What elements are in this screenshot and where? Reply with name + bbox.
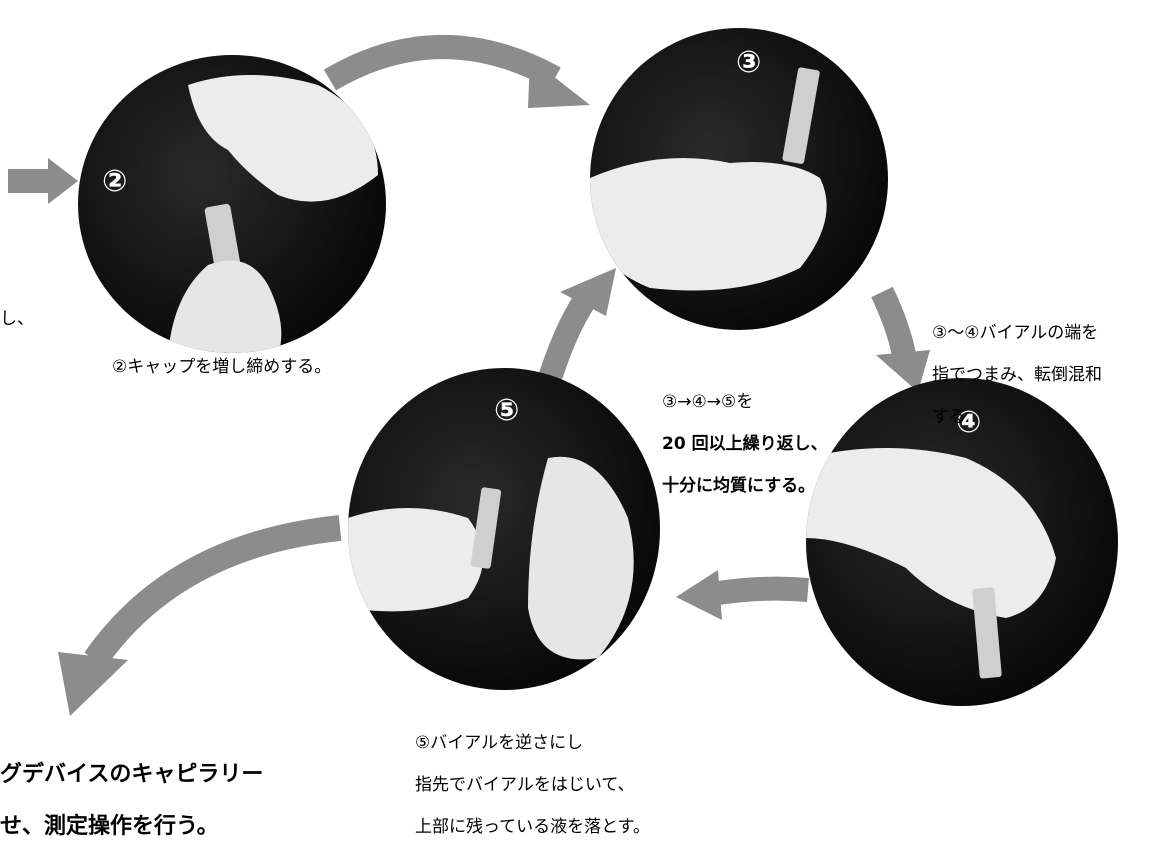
step5-photo: ⑤: [348, 368, 660, 690]
tumble-note-line3: する: [932, 407, 966, 427]
tumble-note-line2: 指でつまみ、転倒混和: [932, 365, 1102, 385]
flow-arrows: [8, 35, 930, 716]
left-cut-fragment: し、: [0, 309, 34, 329]
repeat-note: ③→④→⑤を 20 回以上繰り返し、 十分に均質にする。: [662, 371, 828, 518]
bottom-instruction-line2: せ、測定操作を行う。: [0, 814, 219, 839]
repeat-note-line1: ③→④→⑤を: [662, 392, 754, 412]
tumble-note-line1: ③〜④バイアルの端を: [932, 323, 1099, 343]
gloved-hands-flicking-vial: [348, 456, 634, 660]
step2-photo: ②: [78, 55, 386, 353]
gloved-hands-tightening-cap: [168, 75, 378, 353]
arrow-step5-to-next: [58, 515, 342, 716]
repeat-note-line3: 十分に均質にする。: [662, 476, 816, 496]
step5-caption: ⑤バイアルを逆さにし 指先でバイアルをはじいて、 上部に残っている液を落とす。: [415, 712, 650, 859]
bottom-instruction: グデバイスのキャピラリー せ、測定操作を行う。: [0, 736, 263, 866]
arrow-step4-to-step5: [676, 570, 809, 620]
step5-caption-line2: 指先でバイアルをはじいて、: [415, 775, 635, 795]
step4-number: ④: [956, 405, 982, 440]
step2-caption: ②キャップを増し締めする。: [112, 357, 332, 377]
step3-number: ③: [736, 45, 762, 80]
repeat-note-line2: 20 回以上繰り返し、: [662, 434, 828, 454]
bottom-instruction-line1: グデバイスのキャピラリー: [0, 762, 264, 787]
arrow-step3-to-step4: [871, 286, 930, 392]
step5-caption-line3: 上部に残っている液を落とす。: [415, 817, 650, 837]
gloved-hand-inverting-vial: [806, 448, 1056, 679]
arrow-step5-to-step3: [536, 268, 616, 388]
step2-number: ②: [102, 164, 128, 199]
step4-photo: ④: [806, 378, 1118, 706]
step5-number: ⑤: [494, 393, 520, 428]
arrow-to-step2: [8, 158, 78, 204]
tumble-note: ③〜④バイアルの端を 指でつまみ、転倒混和 する: [932, 302, 1102, 449]
arrow-step2-to-step3: [323, 35, 590, 108]
gloved-hand-holding-vial: [590, 67, 827, 291]
step3-photo: ③: [590, 28, 888, 330]
step5-caption-line1: ⑤バイアルを逆さにし: [415, 733, 584, 753]
